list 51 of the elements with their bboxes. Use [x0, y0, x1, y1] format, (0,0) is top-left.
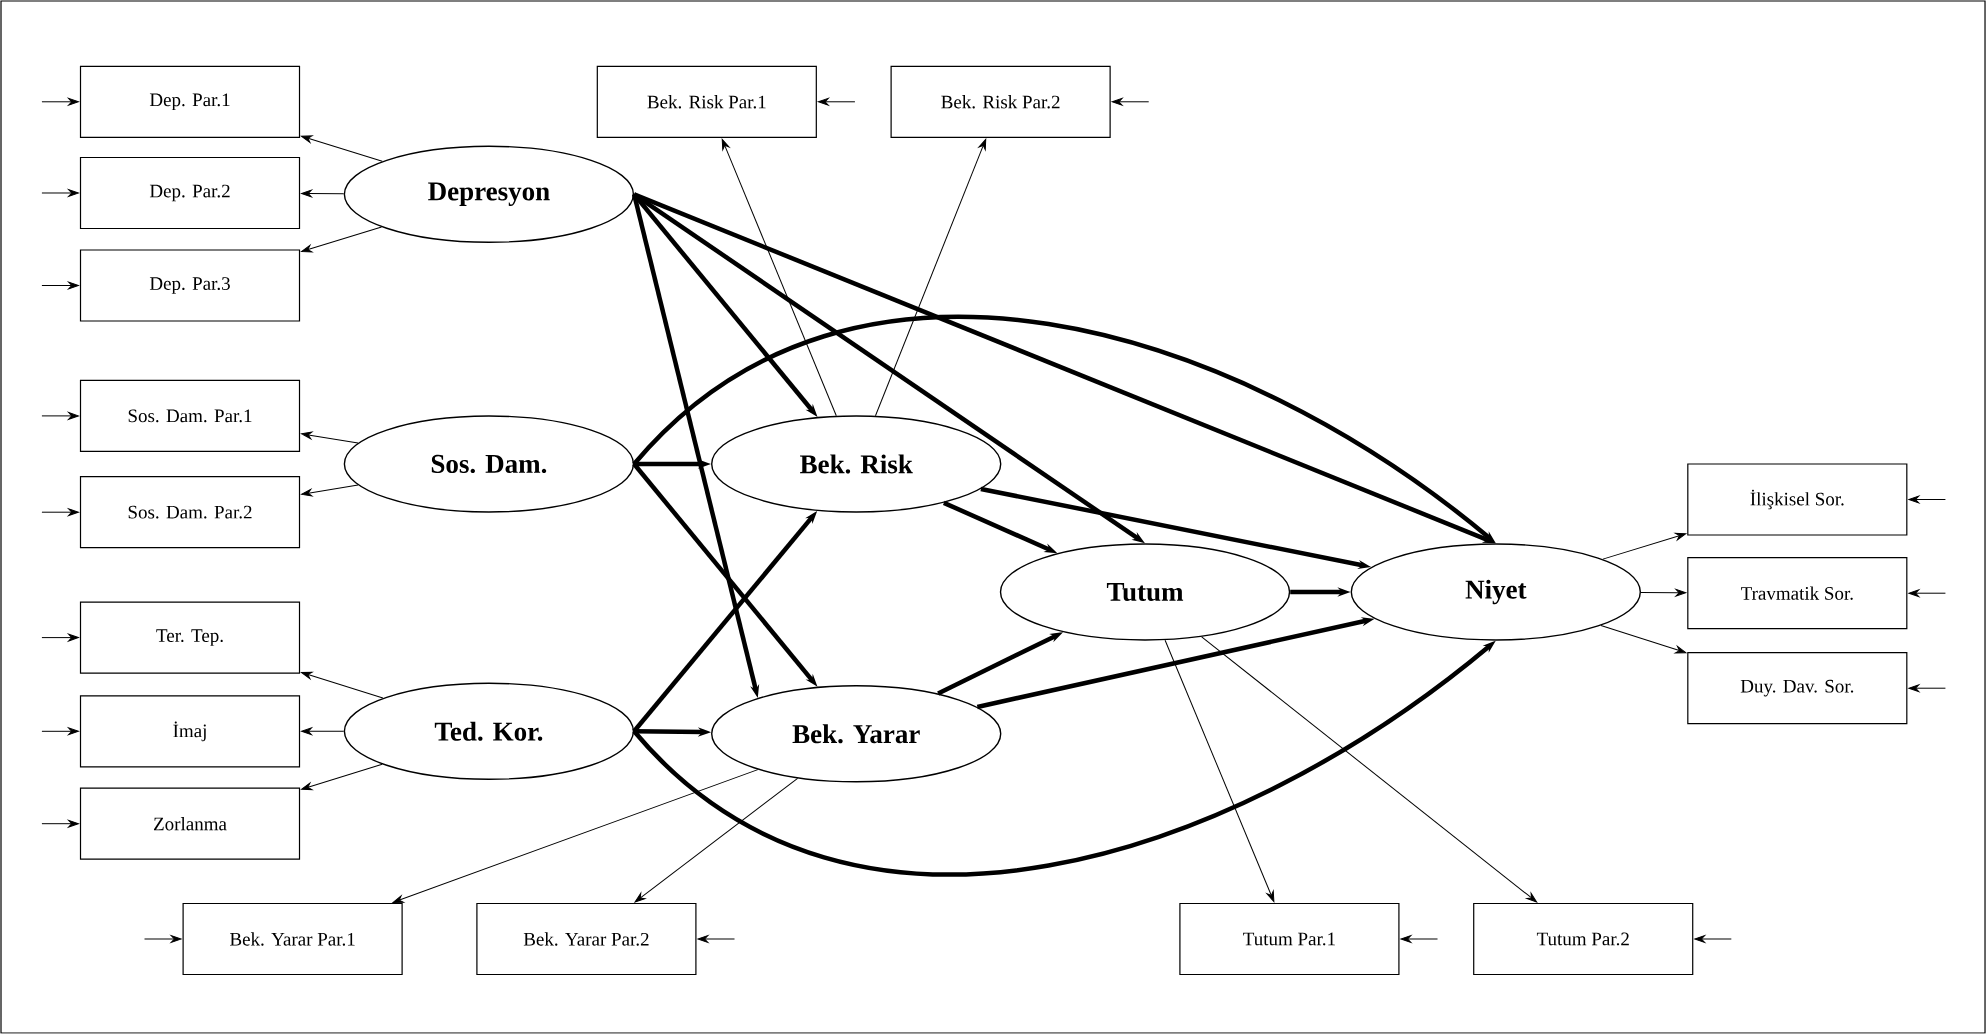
- loading-arrow: [301, 763, 383, 791]
- loading-arrow: [721, 138, 837, 417]
- loading-arrow: [301, 727, 345, 736]
- error-arrow: [41, 819, 79, 828]
- loading-arrow: [634, 777, 799, 903]
- error-arrow: [41, 281, 79, 290]
- error-arrow: [1908, 684, 1946, 693]
- indicator-box: Zorlanma: [79, 787, 301, 860]
- error-arrow: [41, 633, 79, 642]
- indicator-box: Tutum Par.1: [1179, 902, 1400, 976]
- error-arrow: [41, 189, 79, 197]
- loading-arrow: [874, 138, 987, 417]
- error-arrow: [1694, 935, 1732, 943]
- indicator-box: Dep. Par.2: [79, 156, 301, 230]
- indicator-box: Bek. Yarar Par.1: [182, 902, 403, 976]
- loading-arrow: [1164, 639, 1275, 902]
- loading-arrow: [301, 189, 345, 198]
- loading-arrow: [301, 226, 383, 253]
- indicator-box: İmaj: [79, 695, 301, 768]
- indicator-box: Travmatik Sor.: [1687, 557, 1908, 630]
- loading-arrow: [301, 671, 384, 699]
- indicator-box: Duy. Dav. Sor.: [1687, 652, 1908, 725]
- loading-arrow: [1600, 625, 1687, 654]
- indicator-box: Sos. Dam. Par.2: [79, 476, 301, 549]
- loading-arrow: [1640, 588, 1687, 597]
- indicator-box: Bek. Yarar Par.2: [476, 902, 697, 976]
- error-arrow: [41, 97, 79, 106]
- indicator-box: İlişkisel Sor.: [1687, 463, 1908, 536]
- error-arrow: [697, 935, 735, 943]
- loading-arrow: [301, 484, 359, 497]
- indicator-box: Dep. Par.3: [79, 249, 301, 322]
- indicator-box: Dep. Par.1: [79, 65, 301, 138]
- error-arrow: [41, 508, 79, 517]
- error-arrow: [1908, 495, 1946, 504]
- error-arrow: [817, 97, 856, 106]
- loading-arrow: [1201, 636, 1538, 903]
- error-arrow: [1111, 97, 1150, 106]
- indicator-box: Bek. Risk Par.1: [596, 65, 817, 138]
- loading-arrow: [1602, 532, 1687, 560]
- error-arrow: [1400, 935, 1438, 943]
- error-arrow: [144, 935, 182, 943]
- indicator-box: Sos. Dam. Par.1: [79, 379, 301, 452]
- error-arrow: [41, 412, 79, 420]
- indicator-box: Tutum Par.2: [1473, 902, 1694, 976]
- loading-arrow: [301, 431, 359, 444]
- loading-arrow: [392, 769, 759, 903]
- error-arrow: [1908, 589, 1946, 598]
- indicator-box: Bek. Risk Par.2: [890, 65, 1111, 138]
- indicator-box: Ter. Tep.: [79, 601, 301, 674]
- error-arrow: [41, 727, 79, 736]
- loading-arrow: [301, 135, 383, 162]
